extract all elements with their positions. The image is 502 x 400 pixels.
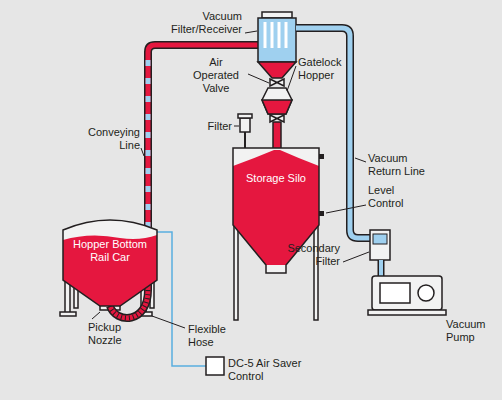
- air-operated-valve: [270, 79, 284, 86]
- cartridge: [285, 22, 288, 48]
- pump-pipe: [378, 260, 385, 276]
- part-label: DC-5 Air Saver Control: [228, 357, 308, 383]
- pump-motor: [380, 283, 410, 303]
- part-label: Flexible Hose: [188, 323, 243, 349]
- leader-line: [326, 205, 366, 213]
- filter-pipe: [244, 132, 246, 148]
- gatelock-hopper: [262, 88, 292, 114]
- secondary-filter-element: [373, 234, 387, 244]
- pump-blower: [418, 285, 434, 301]
- silo-filter: [240, 118, 250, 132]
- part-label: Vacuum Pump: [446, 318, 498, 344]
- part-label: Conveying Line: [82, 126, 140, 152]
- leader-line: [141, 148, 144, 156]
- silo-inlet: [273, 122, 281, 150]
- foot: [60, 312, 76, 316]
- storage-silo-shape: [230, 140, 322, 276]
- product-fill: [63, 235, 157, 306]
- gatelock-fill: [262, 100, 292, 114]
- leader-line: [355, 158, 366, 162]
- valve: [270, 115, 284, 122]
- dc5-control-box: [206, 357, 224, 375]
- cartridge: [264, 22, 267, 48]
- silo-leg: [234, 222, 238, 320]
- shape-ground: [63, 220, 157, 306]
- vacuum-receiver: [258, 18, 296, 62]
- part-label: Secondary Filter: [280, 242, 340, 268]
- receiver-cone: [258, 62, 296, 78]
- part-label: Vacuum Filter/Receiver: [150, 10, 242, 36]
- part-label: Vacuum Return Line: [368, 152, 428, 178]
- node-label: Storage Silo: [234, 172, 318, 185]
- shape-ground: [233, 148, 319, 273]
- cartridge: [278, 22, 281, 48]
- secondary-filter: [370, 230, 390, 260]
- leader-line: [343, 252, 369, 262]
- leader-line: [248, 74, 269, 83]
- pump-pipe-fill: [379, 260, 383, 276]
- storage-silo: Storage Silo: [230, 140, 322, 276]
- silo-leg: [314, 222, 318, 320]
- leader-line: [152, 316, 185, 328]
- leader-line: [287, 66, 296, 91]
- shape-outline: [63, 220, 157, 306]
- part-label: Gatelock Hopper: [298, 56, 358, 82]
- filter-cartridges: [265, 22, 286, 48]
- silo-filter-cap: [238, 114, 252, 118]
- leader-line: [234, 126, 239, 127]
- leader-line: [92, 312, 100, 319]
- leader-line: [245, 31, 257, 33]
- shape-outline: [233, 148, 319, 273]
- cartridge: [271, 22, 274, 48]
- part-label: Air Operated Valve: [186, 56, 246, 95]
- part-label: Filter: [190, 120, 232, 133]
- part-label: Pickup Nozzle: [88, 321, 143, 347]
- receiver-cap: [262, 12, 292, 18]
- part-label: Level Control: [368, 184, 428, 210]
- pump-base: [368, 310, 446, 315]
- rail-car: Hopper Bottom Rail Car: [60, 208, 160, 310]
- node-label: Hopper Bottom Rail Car: [68, 238, 152, 264]
- vacuum-pump: [372, 276, 442, 310]
